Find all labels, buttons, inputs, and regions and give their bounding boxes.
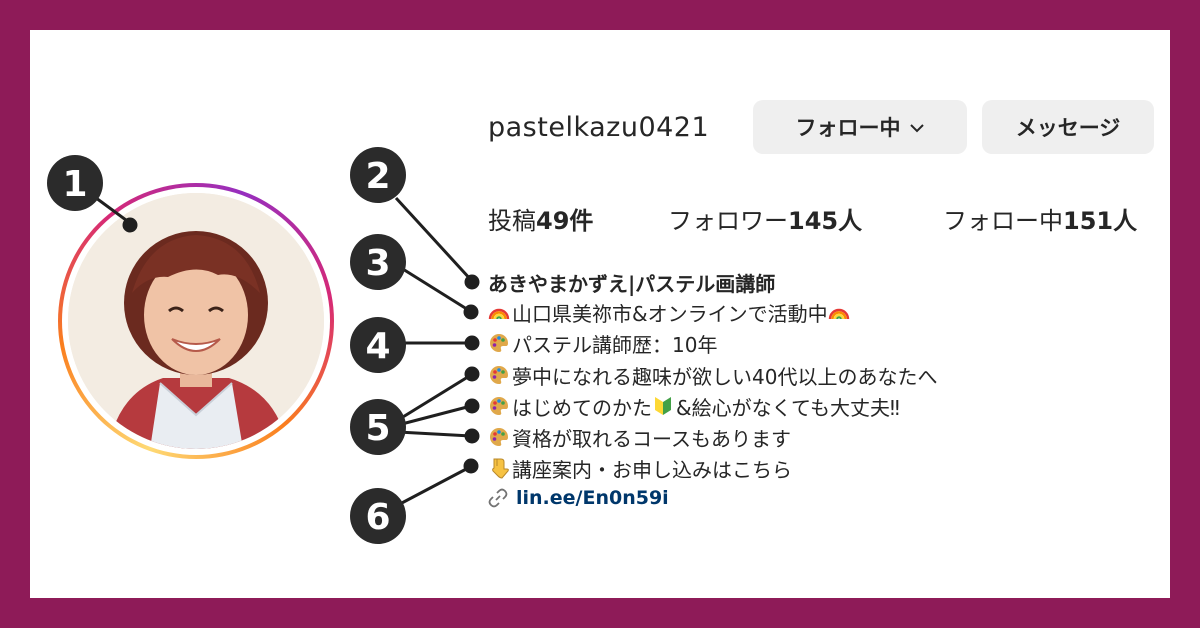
avatar[interactable] xyxy=(68,193,324,449)
callout-dot-2 xyxy=(464,274,480,290)
bio-line-location: 山口県美祢市&オンラインで活動中 xyxy=(488,298,852,326)
following-button[interactable]: フォロー中 xyxy=(753,100,967,154)
rainbow-icon xyxy=(488,301,510,323)
palette-icon xyxy=(488,332,510,354)
callout-dot-5a xyxy=(464,366,480,382)
avatar-photo xyxy=(68,193,324,449)
rainbow-icon xyxy=(828,301,850,323)
callout-dot-5c xyxy=(464,428,480,444)
message-button-label: メッセージ xyxy=(1015,116,1121,140)
bio-name: あきやまかずえ|パステル画講師 xyxy=(488,271,776,296)
callout-badge-4 xyxy=(350,317,406,373)
callout-badge-6 xyxy=(350,488,406,544)
callout-line-6 xyxy=(397,465,471,507)
callout-line-3 xyxy=(397,264,471,313)
callout-dot-1 xyxy=(122,217,138,233)
link-icon xyxy=(488,488,508,508)
callout-number-1: 1 xyxy=(62,164,87,205)
callout-badge-1 xyxy=(47,155,103,211)
callout-line-1 xyxy=(91,193,131,225)
beginner-mark-icon xyxy=(652,395,674,417)
bio-line-certificate: 資格が取れるコースもあります xyxy=(488,423,791,451)
story-ring[interactable] xyxy=(58,183,334,459)
callout-dot-3 xyxy=(463,304,479,320)
palette-icon xyxy=(488,395,510,417)
bio-link-text: lin.ee/En0n59i xyxy=(516,487,669,509)
chevron-down-icon xyxy=(909,115,925,139)
callout-number-6: 6 xyxy=(365,497,390,538)
bio-line-course-info: 講座案内・お申し込みはこちら xyxy=(488,454,792,482)
bio-line-beginner: はじめてのかた &絵心がなくても大丈夫‼ xyxy=(488,392,900,420)
callout-line-5b xyxy=(397,404,472,427)
username: pastelkazu0421 xyxy=(488,112,710,143)
callout-dot-6 xyxy=(463,458,479,474)
callout-number-3: 3 xyxy=(365,243,390,284)
message-button[interactable]: メッセージ xyxy=(982,100,1154,154)
callout-line-5a xyxy=(397,373,472,422)
callout-badge-3 xyxy=(350,234,406,290)
callout-line-2 xyxy=(394,196,474,283)
following-button-label: フォロー中 xyxy=(795,116,901,140)
callout-number-5: 5 xyxy=(365,408,390,449)
bio-line-target: 夢中になれる趣味が欲しい40代以上のあなたへ xyxy=(488,361,937,389)
following-count[interactable]: フォロー中151人 xyxy=(943,207,1138,235)
followers-count[interactable]: フォロワー145人 xyxy=(668,207,863,235)
callout-dot-5b xyxy=(464,398,480,414)
bio-line-experience: パステル講師歴：10年 xyxy=(488,329,717,357)
callout-dot-4 xyxy=(464,335,480,351)
callout-line-5c xyxy=(397,430,472,438)
callout-number-4: 4 xyxy=(365,326,390,367)
posts-count: 投稿49件 xyxy=(488,207,594,235)
callout-badge-5 xyxy=(350,399,406,455)
palette-icon xyxy=(488,364,510,386)
callout-number-2: 2 xyxy=(365,156,390,197)
pointing-down-icon xyxy=(488,457,510,479)
bio-link[interactable]: lin.ee/En0n59i xyxy=(488,485,669,511)
palette-icon xyxy=(488,426,510,448)
callout-badge-2 xyxy=(350,147,406,203)
